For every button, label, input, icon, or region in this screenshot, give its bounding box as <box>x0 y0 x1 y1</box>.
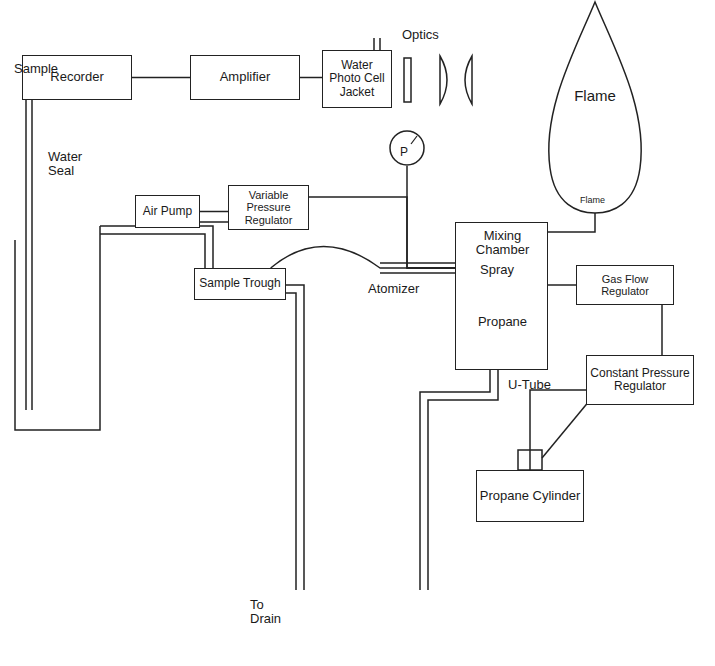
node-text: Variable Pressure Regulator <box>229 189 308 225</box>
text-group: WaterPhoto CellJacket <box>329 59 384 99</box>
text-group: Mixing ChamberSprayPropane <box>456 223 547 369</box>
mixing-chamber: Mixing ChamberSprayPropane <box>455 222 548 370</box>
node-text: P <box>400 146 408 159</box>
part-label: Sample <box>14 62 74 76</box>
atomizer-body <box>380 272 455 274</box>
flame-shape: Flame <box>540 0 650 215</box>
part-label: Atomizer <box>368 282 448 296</box>
inlet-tube <box>25 94 27 410</box>
part-label: To Drain <box>250 598 294 627</box>
node-text: Water <box>341 59 373 72</box>
node-text: Mixing Chamber <box>462 229 543 258</box>
text-group: Amplifier <box>220 70 271 84</box>
part-label: Water Seal <box>48 150 92 179</box>
regulator-box: Constant Pressure Regulator <box>586 355 694 405</box>
text-group: Air Pump <box>143 205 192 218</box>
node-text: Sample Trough <box>199 277 280 290</box>
node-text: Propane Cylinder <box>480 489 580 503</box>
pressure-gauge: P <box>389 130 425 166</box>
pipe-connector <box>200 211 228 213</box>
pipe-connector <box>530 390 586 470</box>
water-pipe <box>373 38 375 50</box>
cylinder-box: Propane Cylinder <box>476 470 584 522</box>
overflow-pipe <box>100 234 205 268</box>
drain-pipe <box>285 293 296 590</box>
part-label: U-Tube <box>508 378 578 392</box>
node-text: Spray <box>480 263 540 277</box>
water-pipe <box>379 38 381 50</box>
pipe-connector <box>548 284 576 286</box>
process-box: Air Pump <box>135 195 200 228</box>
drain-pipe <box>285 285 304 590</box>
atomizer-body <box>380 262 455 264</box>
filter-plate <box>404 58 411 102</box>
pipe-connector <box>309 197 455 268</box>
text-group: Sample Trough <box>199 277 280 290</box>
pipe-connector <box>132 77 190 79</box>
node-text: Constant Pressure Regulator <box>587 367 693 393</box>
pipe-connector <box>548 213 595 232</box>
overflow-pipe <box>100 226 213 268</box>
pipe-connector <box>300 77 322 79</box>
node-text: Jacket <box>340 86 375 99</box>
text-group: Recorder <box>50 70 103 84</box>
photocell-box: WaterPhoto CellJacket <box>322 50 392 108</box>
pipe-connector <box>661 305 663 355</box>
flame-outline <box>540 0 650 215</box>
regulator-line <box>542 400 590 458</box>
water-seal-vessel <box>15 226 100 430</box>
node-text: Gas Flow Regulator <box>577 273 673 297</box>
node-text: Air Pump <box>143 205 192 218</box>
text-group: Flame <box>574 88 616 105</box>
node-text: Flame <box>574 88 616 105</box>
inlet-tube <box>31 94 33 410</box>
text-group: P <box>400 146 408 159</box>
text-group: Constant Pressure Regulator <box>587 367 693 393</box>
process-box: Amplifier <box>190 55 300 100</box>
node-text: Amplifier <box>220 70 271 84</box>
part-label: Optics <box>402 28 472 42</box>
text-group: Propane Cylinder <box>480 489 580 503</box>
node-text: Photo Cell <box>329 72 384 85</box>
sample-trough: Sample Trough <box>194 268 285 300</box>
pipe-connector <box>407 166 455 268</box>
lens <box>465 56 472 104</box>
burner-label: Flame <box>580 196 620 206</box>
regulator-box: Variable Pressure Regulator <box>228 185 309 230</box>
regulator-box: Gas Flow Regulator <box>576 265 674 305</box>
text-group: Gas Flow Regulator <box>577 273 673 297</box>
text-group: Variable Pressure Regulator <box>229 189 308 225</box>
lens <box>440 56 447 104</box>
node-text: Propane <box>462 315 543 329</box>
pipe-connector <box>271 247 455 269</box>
node-text: Recorder <box>50 70 103 84</box>
